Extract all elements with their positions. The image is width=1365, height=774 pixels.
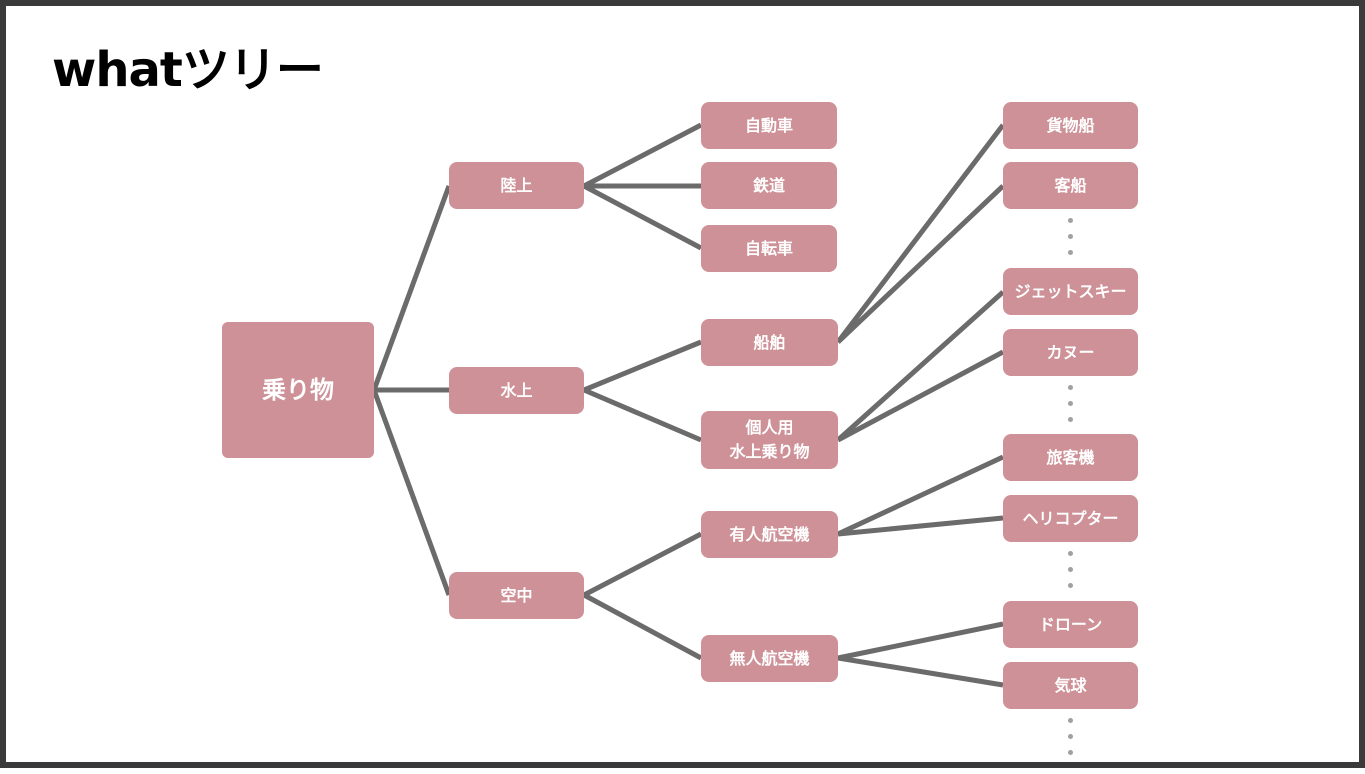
ellipsis-dot [1068, 567, 1073, 572]
node-cargo-ship: 貨物船 [1003, 102, 1138, 149]
edge-ships-passenger [836, 184, 1005, 344]
ellipsis-dot [1068, 385, 1073, 390]
node-car-label: 自動車 [744, 115, 793, 135]
node-drone-label: ドローン [1038, 614, 1103, 634]
node-balloon-label: 気球 [1054, 675, 1087, 695]
edge-personal-canoe [836, 349, 1005, 443]
node-bicycle-label: 自転車 [744, 238, 793, 258]
ellipsis-dot [1068, 417, 1073, 422]
edge-root-land [371, 185, 452, 391]
node-personal-watercraft: 個人用 水上乗り物 [701, 411, 838, 469]
node-air: 空中 [449, 572, 584, 619]
edge-unmanned-drone [837, 621, 1004, 661]
page-title: whatツリー [52, 42, 324, 98]
edge-manned-helicopter [837, 515, 1004, 537]
node-bicycle: 自転車 [701, 225, 837, 272]
ellipsis-dot [1068, 583, 1073, 588]
ellipsis-dot [1068, 401, 1073, 406]
ellipsis-dot [1068, 250, 1073, 255]
node-land: 陸上 [449, 162, 584, 209]
node-jet-ski: ジェットスキー [1003, 268, 1138, 315]
node-ships-label: 船舶 [753, 332, 786, 352]
edge-personal-jetski [836, 290, 1005, 442]
node-ships: 船舶 [701, 319, 838, 366]
node-water: 水上 [449, 367, 584, 414]
edge-water-personal [583, 387, 702, 443]
node-airliner-label: 旅客機 [1046, 447, 1095, 467]
node-cargo-ship-label: 貨物船 [1046, 115, 1095, 135]
node-helicopter: ヘリコプター [1003, 495, 1138, 542]
node-car: 自動車 [701, 102, 837, 149]
edge-water-ships [583, 339, 702, 393]
node-rail: 鉄道 [701, 162, 837, 209]
edge-unmanned-balloon [837, 655, 1004, 688]
ellipsis-dot [1068, 750, 1073, 755]
node-jet-ski-label: ジェットスキー [1014, 281, 1127, 301]
node-manned-aircraft: 有人航空機 [701, 511, 838, 558]
node-unmanned-aircraft-label: 無人航空機 [729, 648, 810, 668]
node-root: 乗り物 [222, 322, 374, 458]
node-land-label: 陸上 [500, 175, 533, 195]
ellipsis-dot [1068, 551, 1073, 556]
ellipsis-dot [1068, 734, 1073, 739]
edge-air-manned [582, 531, 703, 598]
node-airliner: 旅客機 [1003, 434, 1138, 481]
connector-lines [371, 122, 1005, 688]
node-manned-aircraft-label: 有人航空機 [729, 524, 810, 544]
edge-manned-airliner [836, 454, 1005, 537]
node-canoe-label: カヌー [1046, 342, 1095, 362]
node-root-label: 乗り物 [262, 376, 334, 404]
node-balloon: 気球 [1003, 662, 1138, 709]
ellipsis-dot [1068, 234, 1073, 239]
node-drone: ドローン [1003, 601, 1138, 648]
node-canoe: カヌー [1003, 329, 1138, 376]
node-passenger-ship-label: 客船 [1054, 175, 1087, 195]
node-unmanned-aircraft: 無人航空機 [701, 635, 838, 682]
node-personal-watercraft-label: 個人用 水上乗り物 [729, 418, 810, 461]
edge-land-bicycle [582, 183, 703, 251]
edge-root-air [371, 389, 452, 596]
node-helicopter-label: ヘリコプター [1022, 508, 1119, 528]
node-rail-label: 鉄道 [752, 175, 785, 195]
ellipsis-dot [1068, 218, 1073, 223]
node-air-label: 空中 [500, 585, 533, 605]
node-water-label: 水上 [500, 380, 533, 400]
node-passenger-ship: 客船 [1003, 162, 1138, 209]
edge-air-unmanned [582, 592, 703, 661]
edge-land-car [582, 122, 703, 189]
edge-ships-cargo [836, 123, 1005, 344]
ellipsis-dot [1068, 718, 1073, 723]
